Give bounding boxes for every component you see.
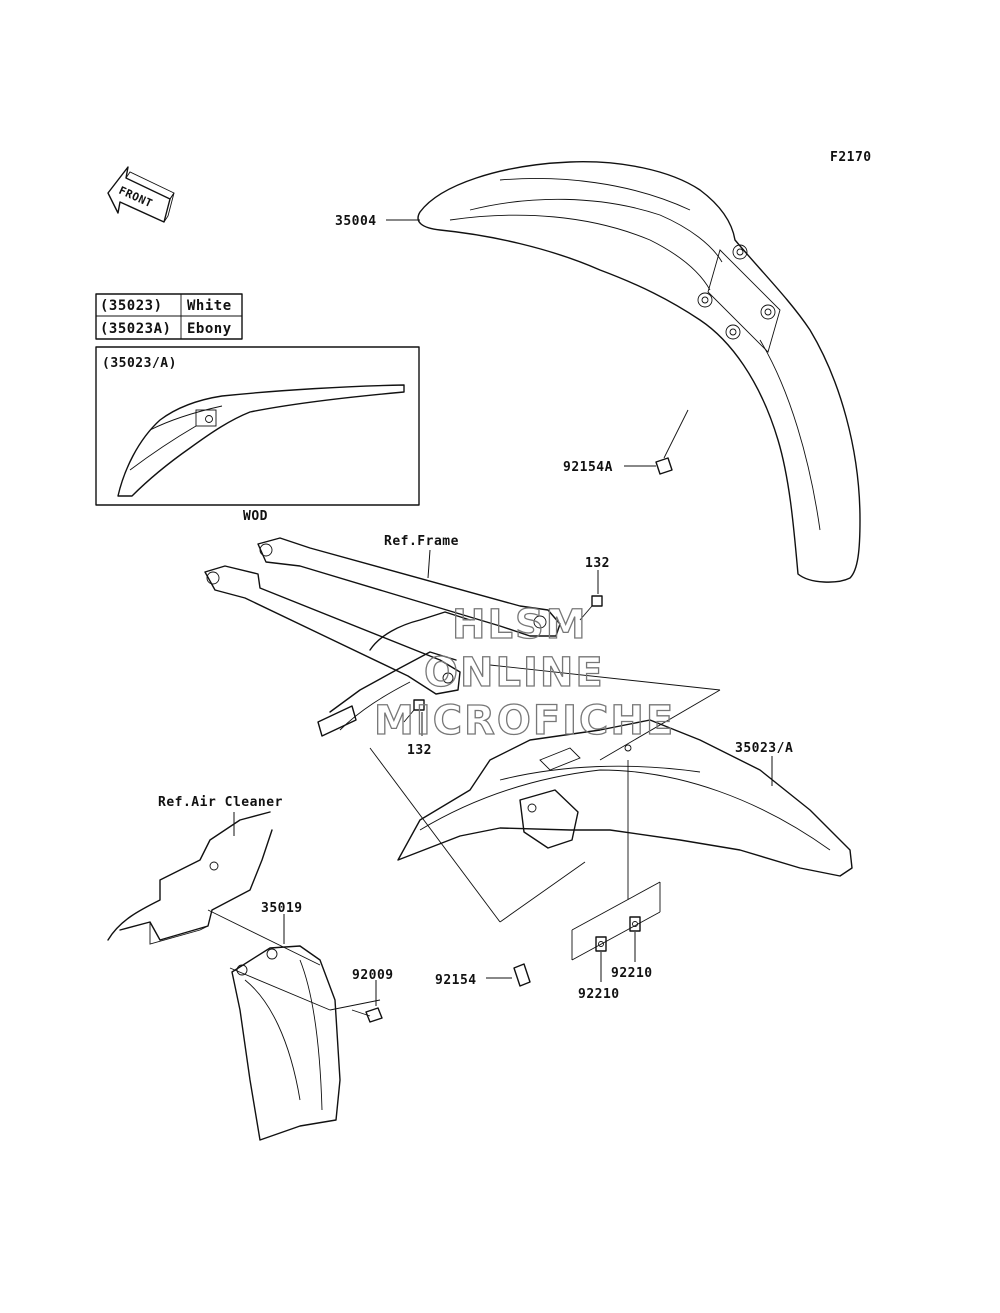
nut-92210-b-icon (629, 916, 641, 932)
callout-front-fender: 35004 (335, 214, 377, 229)
ref-air-cleaner-label: Ref.Air Cleaner (158, 795, 283, 810)
figure-code: F2170 (830, 150, 872, 165)
callout-nut-b: 92210 (611, 966, 653, 981)
air-cleaner-housing (107, 811, 273, 945)
callout-frame-bolt-upper: 132 (585, 556, 610, 571)
watermark: HLSM ONLINE MICROFICHE (373, 601, 675, 744)
callout-rear-fender: 35023/A (735, 741, 793, 756)
screw-92009-icon (351, 1007, 383, 1023)
watermark-line-2: ONLINE (424, 650, 605, 696)
nut-92210-a-icon (595, 936, 607, 952)
bolt-92154-icon (513, 963, 531, 987)
front-fender (417, 161, 861, 583)
rear-subframe (204, 537, 561, 737)
color-table-part-1: (35023) (100, 298, 163, 314)
callout-mud-guard: 35019 (261, 901, 303, 916)
inset-panel: (35023/A) WOD (95, 346, 420, 524)
front-direction-arrow-icon: FRONT (107, 166, 175, 223)
callout-mud-guard-screw: 92009 (352, 968, 394, 983)
callout-front-fender-bolt: 92154A (563, 460, 613, 475)
inset-title: (35023/A) (102, 356, 177, 371)
callout-rear-fender-bolt: 92154 (435, 973, 477, 988)
mud-guard (231, 945, 341, 1141)
watermark-line-1: HLSM (452, 602, 588, 648)
inset-caption: WOD (243, 509, 268, 524)
bolt-132-upper-icon (579, 595, 603, 621)
rear-fender (397, 719, 853, 877)
front-arrow-label: FRONT (117, 184, 155, 210)
ref-frame-label: Ref.Frame (384, 534, 459, 549)
watermark-line-3: MICROFICHE (374, 698, 675, 744)
assembly-guide-lines (207, 664, 721, 1011)
callout-nut-a: 92210 (578, 987, 620, 1002)
color-table-color-2: Ebony (187, 321, 232, 337)
color-table: (35023) White (35023A) Ebony (95, 293, 243, 340)
callout-frame-bolt-lower: 132 (407, 743, 432, 758)
color-table-color-1: White (187, 298, 232, 314)
color-table-part-2: (35023A) (100, 321, 171, 337)
bolt-132-lower-icon (403, 699, 425, 723)
bolt-92154a-icon (655, 409, 689, 475)
